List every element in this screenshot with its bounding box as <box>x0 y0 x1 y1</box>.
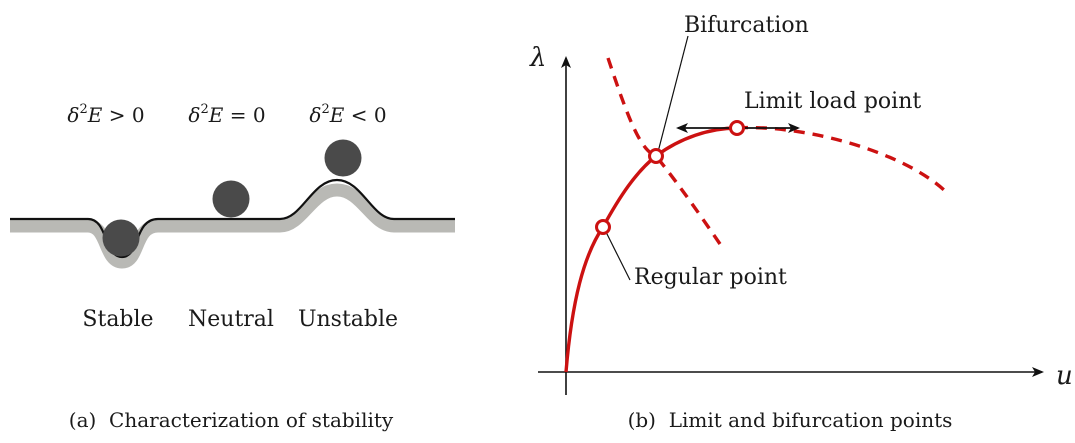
panel-a: δ2E > 0 δ2E = 0 δ2E < 0 Stable Neutral U… <box>10 102 455 432</box>
caption-b: (b) Limit and bifurcation points <box>628 408 953 432</box>
condition-neutral: δ2E = 0 <box>188 102 265 127</box>
primary-path <box>566 128 737 372</box>
bifurcation-label: Bifurcation <box>684 13 809 38</box>
condition-unstable: δ2E < 0 <box>309 102 386 127</box>
regular-label: Regular point <box>634 265 787 290</box>
panel-b: λ u Bifurcation Limit load point Regular… <box>529 13 1073 432</box>
bifurcation-point <box>650 150 663 163</box>
limit-load-label: Limit load point <box>744 89 921 114</box>
regular-point <box>597 221 610 234</box>
condition-stable: δ2E > 0 <box>67 102 144 127</box>
label-unstable: Unstable <box>298 307 398 332</box>
limit-load-point <box>731 122 744 135</box>
y-axis-label: λ <box>529 43 546 73</box>
ball-stable <box>103 220 140 257</box>
label-stable: Stable <box>82 307 153 332</box>
post-limit-branch <box>737 128 944 190</box>
caption-a: (a) Characterization of stability <box>69 408 394 432</box>
label-neutral: Neutral <box>188 307 274 332</box>
x-axis-label: u <box>1056 361 1073 391</box>
ball-unstable <box>325 140 362 177</box>
regular-leader <box>606 232 630 280</box>
bifurcation-leader <box>658 36 688 152</box>
ball-neutral <box>213 181 250 218</box>
